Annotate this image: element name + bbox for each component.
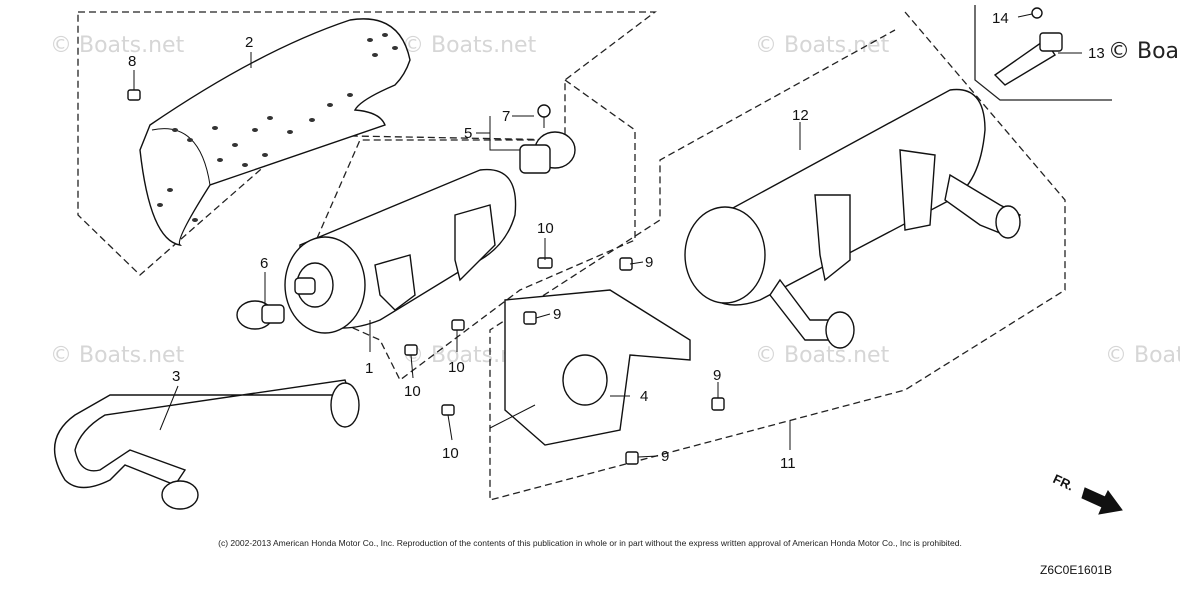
watermark: © Boats.net bbox=[50, 33, 185, 58]
diagram-code: Z6C0E1601B bbox=[1040, 563, 1113, 577]
group-outline-shield bbox=[77, 11, 657, 276]
leader-lines bbox=[133, 13, 1082, 458]
callout-9: 9 bbox=[661, 448, 669, 465]
callout-4: 4 bbox=[640, 388, 648, 405]
callout-10: 10 bbox=[404, 383, 421, 400]
copyright-notice: (c) 2002-2013 American Honda Motor Co., … bbox=[218, 538, 962, 548]
callout-1: 1 bbox=[365, 360, 373, 377]
bolts bbox=[127, 89, 725, 465]
spark-arrester-tube bbox=[993, 7, 1063, 86]
front-direction-indicator: FR. bbox=[1051, 471, 1123, 515]
watermark: © Boats.net bbox=[755, 343, 890, 368]
callout-5: 5 bbox=[464, 125, 472, 142]
watermark-corner: © Boa bbox=[1108, 39, 1179, 64]
group-outline-assembly bbox=[489, 11, 1066, 501]
callout-6: 6 bbox=[260, 255, 268, 272]
callout-2: 2 bbox=[245, 34, 253, 51]
callout-3: 3 bbox=[172, 368, 180, 385]
callout-13: 13 bbox=[1088, 45, 1105, 62]
callout-9: 9 bbox=[645, 254, 653, 271]
heat-shield bbox=[139, 18, 411, 247]
callout-7: 7 bbox=[502, 108, 510, 125]
callout-10: 10 bbox=[442, 445, 459, 462]
callout-9: 9 bbox=[713, 367, 721, 384]
watermark: © Boats bbox=[1105, 343, 1180, 368]
callout-14: 14 bbox=[992, 10, 1009, 27]
watermark: © Boats.net bbox=[50, 343, 185, 368]
callout-8: 8 bbox=[128, 53, 136, 70]
callout-12: 12 bbox=[792, 107, 809, 124]
group-outline-muffler bbox=[289, 79, 636, 381]
exhaust-pipe bbox=[53, 379, 360, 510]
watermark: © Boats.net bbox=[755, 33, 890, 58]
callout-9: 9 bbox=[553, 306, 561, 323]
watermark: © Boats.net bbox=[402, 33, 537, 58]
group-outline-tube bbox=[974, 5, 1112, 101]
arrow-right-icon bbox=[1081, 487, 1123, 515]
callout-11: 11 bbox=[780, 455, 796, 472]
callout-10: 10 bbox=[537, 220, 554, 237]
protector-plate bbox=[504, 289, 691, 446]
callout-10: 10 bbox=[448, 359, 465, 376]
muffler bbox=[284, 168, 517, 334]
spark-arrester bbox=[519, 104, 576, 174]
pipe-clamp bbox=[236, 300, 285, 330]
muffler-alternate bbox=[684, 88, 1022, 349]
direction-label: FR. bbox=[1051, 471, 1076, 493]
